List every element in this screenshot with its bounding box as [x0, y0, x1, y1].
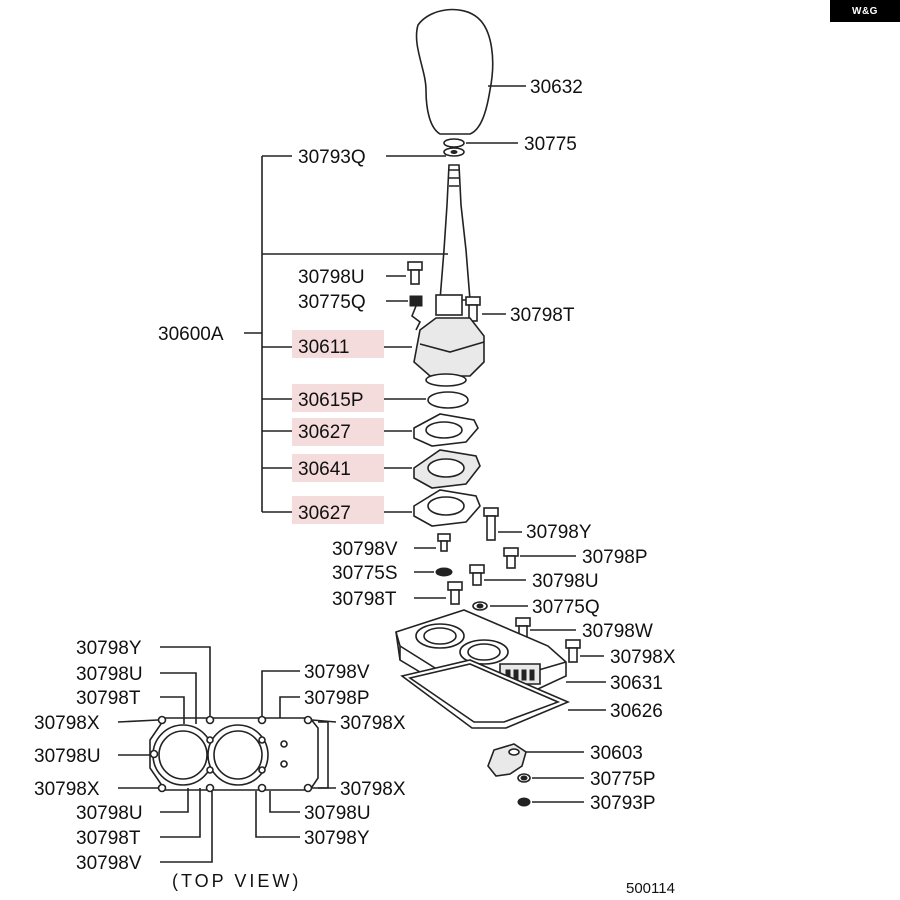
label-30775P: 30775P — [590, 769, 656, 790]
label-30775S: 30775S — [332, 563, 398, 584]
shift-lever — [435, 164, 471, 316]
label-30798W: 30798W — [582, 621, 653, 642]
tv-left-label-4: 30798U — [34, 746, 101, 767]
label-30775: 30775 — [524, 134, 577, 155]
tv-left-label-3: 30798X — [34, 713, 100, 734]
label-30775Q-mid: 30775Q — [532, 597, 600, 618]
ring-30615P — [427, 391, 469, 409]
top-view-drawing — [149, 715, 319, 793]
bolt-30798P — [503, 547, 519, 569]
tv-left-label-6: 30798U — [76, 803, 143, 824]
base-gasket — [400, 659, 571, 729]
nut-30775S — [435, 567, 453, 577]
tv-right-label-2: 30798X — [340, 713, 406, 734]
tv-right-label-5: 30798Y — [304, 828, 370, 849]
label-30600A: 30600A — [158, 324, 224, 345]
label-30775Q-top: 30775Q — [298, 292, 366, 313]
label-30798T-top: 30798T — [510, 305, 575, 326]
tv-left-label-7: 30798T — [76, 828, 141, 849]
bolt-30798U-mid — [469, 564, 485, 586]
top-view-caption: (TOP VIEW) — [172, 871, 301, 891]
top-washers — [443, 138, 465, 157]
top-view-left-leaders — [117, 646, 213, 863]
label-30611: 30611 — [298, 337, 349, 358]
bolt-30798U-top — [407, 261, 423, 285]
label-30615P: 30615P — [298, 390, 364, 411]
label-30603: 30603 — [590, 743, 643, 764]
label-30631: 30631 — [610, 673, 663, 694]
label-30798Y: 30798Y — [526, 522, 592, 543]
label-30793Q: 30793Q — [298, 147, 366, 168]
shift-knob — [415, 8, 494, 135]
label-30632: 30632 — [530, 77, 583, 98]
label-30798T-mid: 30798T — [332, 589, 397, 610]
bolt-30798Y — [483, 507, 499, 541]
label-30798P: 30798P — [582, 547, 648, 568]
gasket-30627-upper — [413, 413, 479, 447]
plate-30641 — [413, 449, 481, 489]
label-30798U-top: 30798U — [298, 267, 365, 288]
tv-right-label-0: 30798V — [304, 662, 370, 683]
label-30793P: 30793P — [590, 793, 656, 814]
bracket-30603 — [487, 743, 527, 777]
label-30798X: 30798X — [610, 647, 676, 668]
top-view-right-leaders — [255, 670, 337, 838]
tv-right-label-4: 30798U — [304, 803, 371, 824]
label-30626: 30626 — [610, 701, 663, 722]
bolt-30798T-top — [465, 296, 481, 322]
label-30798V: 30798V — [332, 539, 398, 560]
figure-code: 500114 — [626, 880, 675, 897]
lever-housing — [413, 317, 485, 387]
nut-30793P — [517, 797, 531, 807]
tv-left-label-5: 30798X — [34, 779, 100, 800]
label-30641: 30641 — [298, 459, 351, 480]
bolt-30798T-mid — [447, 581, 463, 605]
tv-right-label-1: 30798P — [304, 688, 370, 709]
label-30798U-mid: 30798U — [532, 571, 599, 592]
label-30627-upper: 30627 — [298, 422, 351, 443]
nut-30775Q-top — [409, 295, 423, 331]
tv-left-label-1: 30798U — [76, 664, 143, 685]
tv-left-label-0: 30798Y — [76, 638, 142, 659]
label-30627-lower: 30627 — [298, 503, 351, 524]
tv-left-label-8: 30798V — [76, 853, 142, 874]
bolt-30798X — [565, 639, 581, 663]
bolt-30798V — [437, 533, 451, 552]
brand-logo: W&G — [830, 0, 900, 22]
tv-left-label-2: 30798T — [76, 688, 141, 709]
tv-right-label-3: 30798X — [340, 779, 406, 800]
nut-30775P — [517, 773, 531, 783]
gasket-30627-lower — [413, 489, 481, 527]
highlight-30611 — [292, 330, 384, 358]
nut-30775Q-mid — [472, 601, 488, 611]
